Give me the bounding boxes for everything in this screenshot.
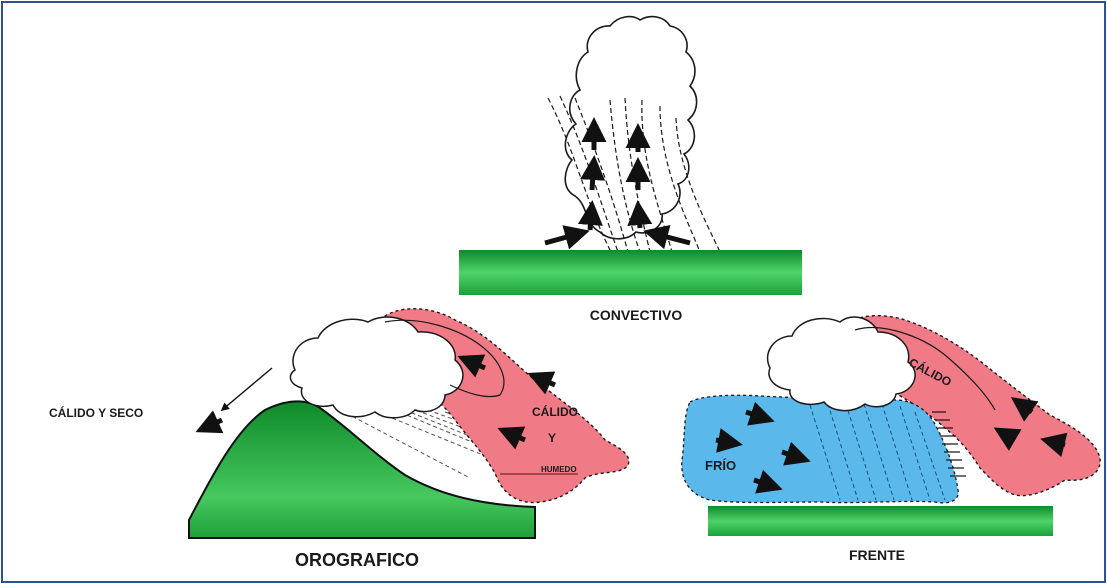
calido-y-seco-label: CÁLIDO Y SECO — [49, 405, 143, 420]
convectivo-label: CONVECTIVO — [590, 307, 683, 323]
cold-air-mass — [682, 395, 959, 503]
dry-air-arrow — [222, 368, 272, 410]
calido-orografico-label: CÁLIDO — [532, 404, 578, 419]
frente-label: FRENTE — [849, 547, 905, 563]
frontal-panel: CÁLIDO FRÍO FRENTE — [682, 316, 1100, 563]
convective-ground — [459, 250, 802, 295]
y-label: Y — [548, 431, 556, 445]
humedo-label: HUMEDO — [541, 465, 577, 474]
frio-label: FRÍO — [705, 458, 736, 473]
orografico-label: OROGRAFICO — [295, 550, 419, 570]
orographic-panel: CÁLIDO Y SECO CÁLIDO Y HUMEDO OROGRAFICO — [49, 309, 629, 570]
convective-panel: CONVECTIVO — [459, 17, 802, 323]
frontal-ground — [708, 506, 1053, 536]
